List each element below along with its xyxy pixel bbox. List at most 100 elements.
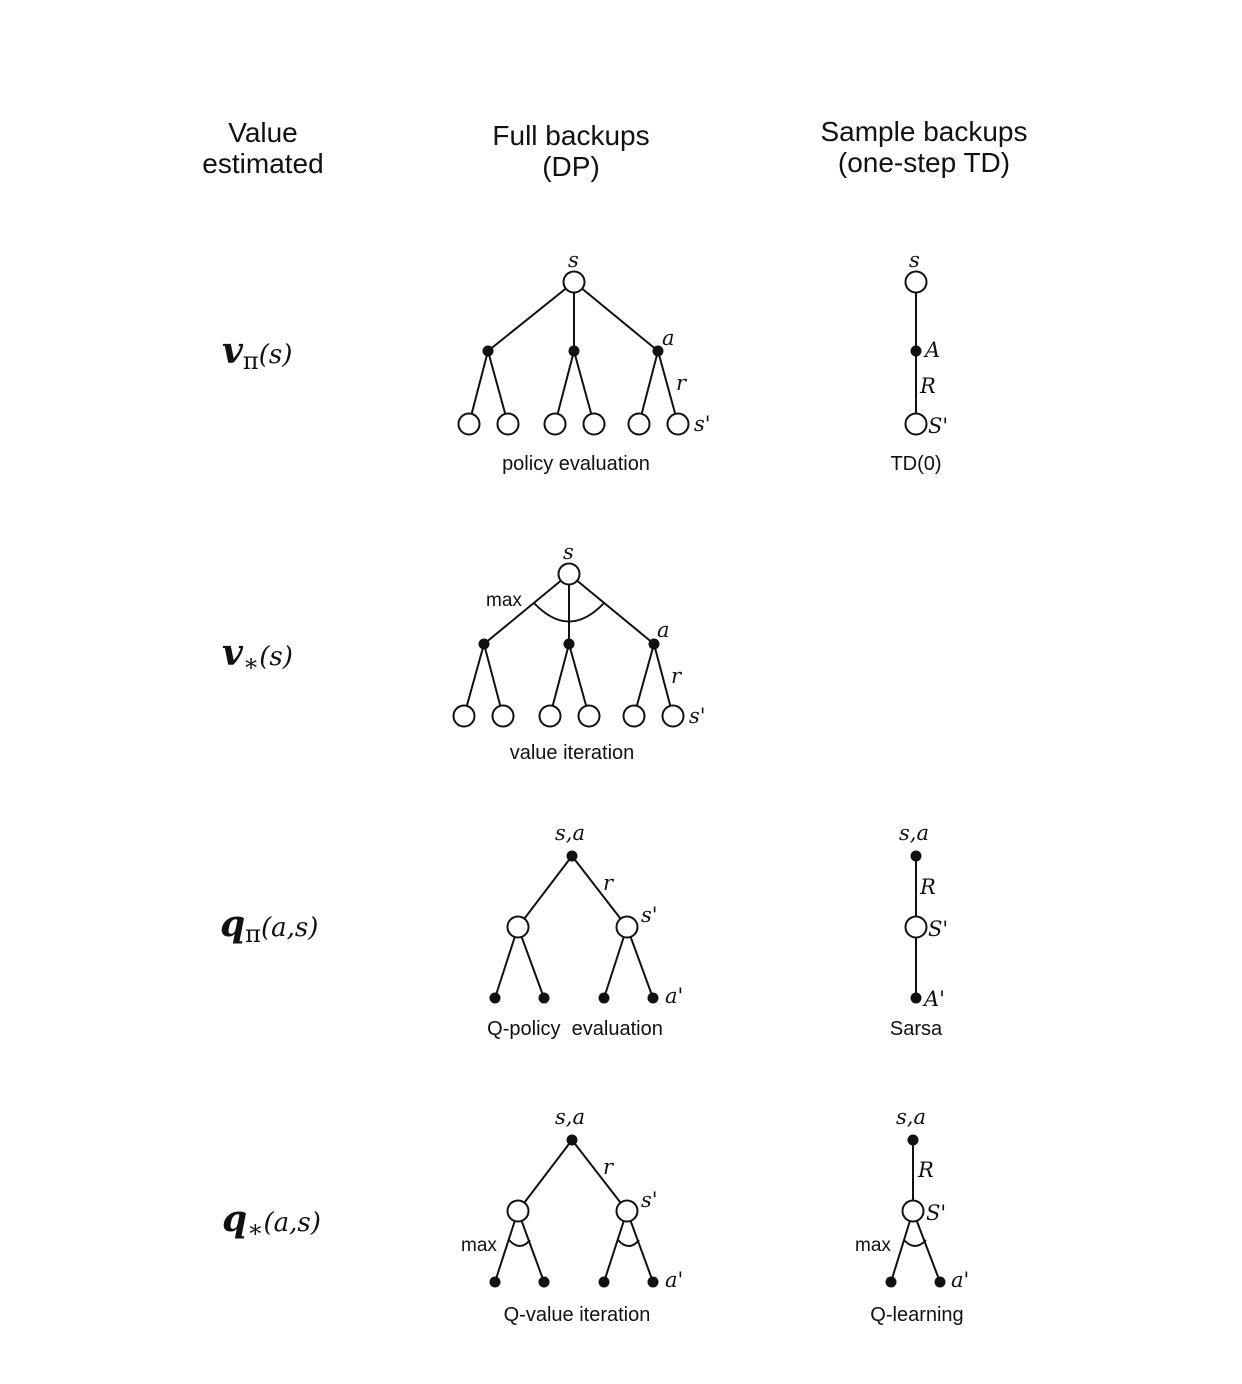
state-node (506, 915, 530, 939)
edge (571, 1139, 628, 1212)
edge (573, 281, 659, 352)
state-node (615, 1199, 639, 1223)
state-node (557, 562, 581, 586)
edge (603, 1210, 628, 1283)
label-s-prime: s' (694, 412, 711, 436)
action-node (652, 345, 664, 357)
state-node (904, 412, 928, 436)
action-node (538, 1276, 550, 1288)
action-node (910, 345, 922, 357)
state-node (661, 704, 685, 728)
header-full-backups: Full backups (DP) (441, 120, 701, 182)
state-node (666, 412, 690, 436)
label-s-prime: s' (641, 903, 658, 927)
diagram-q-policy-evaluation: s,a r s' a' Q-policy evaluation (487, 821, 683, 1040)
edge (603, 926, 628, 999)
label-S-prime: S' (928, 917, 948, 941)
label-s: s (909, 248, 920, 272)
label-A: A (923, 338, 940, 362)
label-sa: s,a (896, 1105, 926, 1129)
state-node (904, 270, 928, 294)
label-sa: s,a (555, 821, 585, 845)
label-s: s (563, 540, 574, 564)
edge (568, 643, 590, 717)
edge (494, 926, 519, 999)
label-S-prime: S' (928, 414, 948, 438)
state-node (904, 915, 928, 939)
action-node (647, 992, 659, 1004)
caption-q-learning: Q-learning (870, 1304, 963, 1326)
label-s-prime: s' (689, 704, 706, 728)
action-node (598, 1276, 610, 1288)
label-R: R (919, 875, 936, 899)
caption-value-iteration: value iteration (510, 742, 635, 764)
action-node (566, 850, 578, 862)
edge (483, 643, 504, 717)
label-sa: s,a (555, 1105, 585, 1129)
action-node (885, 1276, 897, 1288)
edge (487, 281, 575, 352)
label-a: a (662, 326, 675, 350)
edge (468, 350, 489, 425)
edge (626, 1210, 654, 1283)
label-s-prime: s' (641, 1188, 658, 1212)
state-node (452, 704, 476, 728)
edge (463, 643, 485, 717)
action-node (647, 1276, 659, 1288)
label-max: max (855, 1235, 891, 1256)
header-sample-backups: Sample backups (one-step TD) (794, 116, 1054, 178)
edge (571, 855, 628, 928)
header-sample-line2: (one-step TD) (837, 147, 1011, 178)
action-node (910, 992, 922, 1004)
label-max: max (486, 590, 522, 611)
action-node (563, 638, 575, 650)
action-node (598, 992, 610, 1004)
edge (912, 1210, 941, 1283)
state-node (582, 412, 606, 436)
state-node (543, 412, 567, 436)
edge (890, 1210, 914, 1283)
label-r: r (603, 871, 615, 895)
action-node (648, 638, 660, 650)
edge (494, 1210, 519, 1283)
label-S-prime: S' (926, 1201, 946, 1225)
action-node (482, 345, 494, 357)
label-max: max (461, 1235, 497, 1256)
state-node (562, 270, 586, 294)
max-arc (508, 1239, 531, 1247)
edge (487, 350, 509, 425)
label-sa: s,a (899, 821, 929, 845)
state-node (506, 1199, 530, 1223)
action-node (489, 1276, 501, 1288)
row-label-v-star: v∗(s) (222, 632, 293, 677)
label-s: s (568, 248, 579, 272)
max-arc (903, 1239, 927, 1247)
caption-policy-evaluation: policy evaluation (502, 453, 650, 475)
row-label-q-pi: qπ(a,s) (220, 903, 319, 948)
edge (517, 855, 573, 928)
header-sample-line1: Sample backups (820, 116, 1028, 147)
state-node (627, 412, 651, 436)
edge (657, 350, 679, 425)
label-r: r (671, 664, 683, 688)
action-node (907, 1134, 919, 1146)
row-label-v-pi: vπ(s) (222, 330, 293, 375)
state-node (901, 1199, 925, 1223)
state-node (491, 704, 515, 728)
action-node (910, 850, 922, 862)
header-full-line1: Full backups (492, 120, 650, 151)
label-a-prime: a' (665, 984, 683, 1008)
state-node (538, 704, 562, 728)
edge (517, 1210, 545, 1283)
diagram-value-iteration: s max a r s' value iteration (452, 540, 706, 764)
edge (638, 350, 659, 425)
header-value-line2: estimated (202, 148, 324, 179)
edge (626, 926, 654, 999)
edge (633, 643, 655, 717)
row-label-q-star: q∗(a,s) (222, 1198, 321, 1243)
state-node (577, 704, 601, 728)
action-node (566, 1134, 578, 1146)
header-value-line1: Value (228, 117, 298, 148)
